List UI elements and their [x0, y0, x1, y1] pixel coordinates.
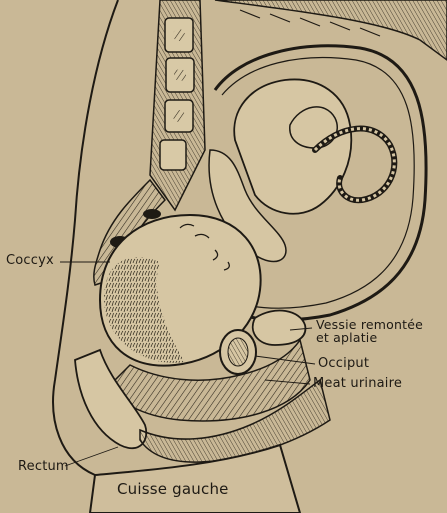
label-coccyx: Coccyx — [6, 254, 54, 268]
label-bladder-line2: et aplatie — [316, 331, 423, 344]
bladder — [253, 311, 306, 345]
fetus-body — [234, 79, 351, 213]
label-left-thigh: Cuisse gauche — [117, 482, 229, 498]
label-urinary-meatus: Meat urinaire — [313, 377, 402, 391]
abdominal-wall — [215, 0, 447, 60]
label-occiput: Occiput — [318, 357, 369, 371]
label-bladder: Vessie remontée et aplatie — [316, 318, 423, 344]
label-rectum: Rectum — [18, 460, 69, 474]
spine — [150, 0, 205, 210]
